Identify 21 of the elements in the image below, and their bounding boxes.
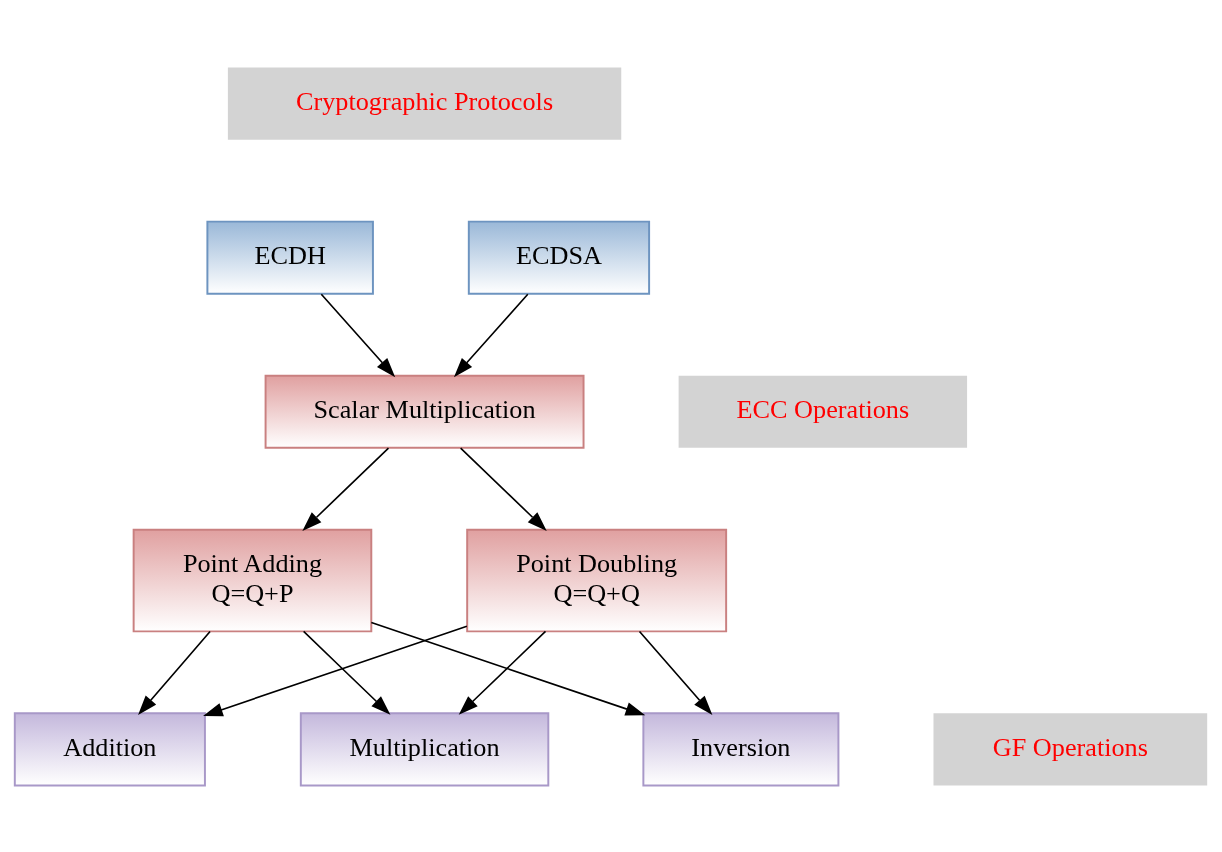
arrow <box>453 293 529 377</box>
node-box: Point Doubling Q=Q+Q <box>466 528 728 632</box>
label: GF Operations <box>992 732 1148 762</box>
arrow <box>302 630 391 715</box>
node-box: ECDH <box>206 220 374 295</box>
label: Cryptographic Protocols <box>296 86 554 116</box>
node-box: Addition <box>13 711 206 786</box>
node-box: Scalar Multiplication <box>264 374 585 449</box>
arrow <box>203 625 468 716</box>
arrow <box>138 630 211 715</box>
arrow <box>320 293 396 377</box>
arrow <box>638 630 713 715</box>
node-box: Inversion <box>642 711 840 786</box>
arrow <box>458 630 547 715</box>
node-box: ECDSA <box>467 220 651 295</box>
label: ECC Operations <box>736 394 910 424</box>
arrow <box>459 446 547 531</box>
arrow <box>302 446 390 531</box>
node-box: Point Adding Q=Q+P <box>132 528 373 632</box>
node-box: Multiplication <box>299 711 550 786</box>
arrow <box>370 621 646 716</box>
